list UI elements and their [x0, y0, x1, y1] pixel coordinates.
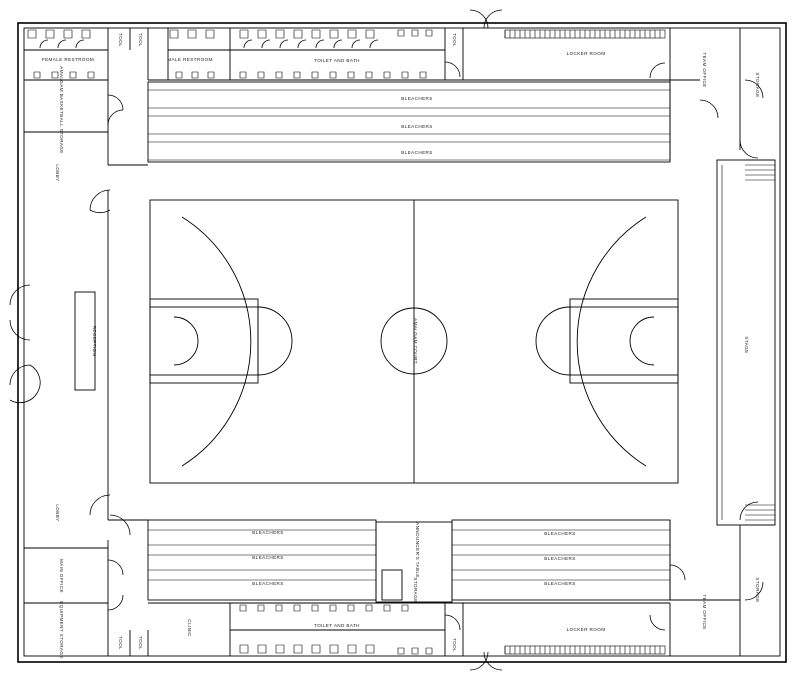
label-lobby-top: LOBBY — [55, 164, 60, 181]
label-bleachers-top-2: BLEACHERS — [401, 124, 432, 129]
label-tool-bottom-1: TOOL — [118, 636, 123, 650]
bleachers-bottom — [147, 519, 671, 603]
label-bleachers-top-3: BLEACHERS — [401, 150, 432, 155]
label-announcer-table: ANNOUNCER'S TABLE — [415, 522, 420, 578]
label-bleachers-bottom-left-2: BLEACHERS — [252, 555, 283, 560]
label-reception: RECEPTION — [92, 326, 97, 356]
doors — [9, 9, 764, 671]
label-female-restroom: FEMALE RESTROOM — [42, 57, 94, 62]
label-male-restroom: MALE RESTROOM — [167, 57, 213, 62]
label-toilet-and-bath-top: TOILET AND BATH — [314, 58, 360, 63]
label-toilet-and-bath-bottom: TOILET AND BATH — [314, 623, 360, 628]
locker-benches — [504, 29, 666, 655]
label-tool-top-2: TOOL — [138, 33, 143, 47]
label-bleachers-top-1: BLEACHERS — [401, 96, 432, 101]
label-locker-room-top: LOCKER ROOM — [567, 51, 606, 56]
label-tool-bottom-3: TOOL — [452, 638, 457, 652]
outer-walls — [17, 22, 787, 663]
label-clinic: CLINIC — [187, 619, 192, 637]
top-restroom-wing — [24, 28, 741, 150]
label-stage: STAGE — [744, 336, 749, 353]
left-wing — [24, 80, 149, 656]
bottom-rooms — [148, 602, 671, 656]
label-tool-top-3: TOOL — [452, 33, 457, 47]
label-lobby-bottom: LOBBY — [55, 504, 60, 521]
label-tool-bottom-2: TOOL — [138, 636, 143, 650]
label-equipment-storage: EQUIPMENT STORAGE — [59, 601, 64, 659]
label-team-office-top: TEAM OFFICE — [702, 52, 707, 87]
label-locker-room-bottom: LOCKER ROOM — [567, 627, 606, 632]
label-tool-top-1: TOOL — [118, 33, 123, 47]
label-storage-bleachers: STORAGE — [413, 577, 418, 602]
label-storage-bottom-right: STORAGE — [755, 577, 760, 602]
label-team-office-bottom: TEAM OFFICE — [702, 594, 707, 629]
room-labels: FEMALE RESTROOM MALE RESTROOM TOILET AND… — [42, 33, 760, 659]
label-basketball-storage: AMALGAM BASKETBALL STORAGE — [59, 66, 64, 154]
label-bleachers-bottom-right-2: BLEACHERS — [544, 556, 575, 561]
label-amalgam-court: AMALGAM COURT — [413, 318, 418, 364]
label-bleachers-bottom-right-1: BLEACHERS — [544, 531, 575, 536]
label-bleachers-bottom-left-3: BLEACHERS — [252, 581, 283, 586]
basketball-court — [149, 199, 679, 484]
label-bleachers-bottom-left-1: BLEACHERS — [252, 530, 283, 535]
label-main-office: MAIN OFFICE — [59, 559, 64, 593]
label-storage-top-right: STORAGE — [755, 72, 760, 97]
label-bleachers-bottom-right-3: BLEACHERS — [544, 581, 575, 586]
toilet-stalls-top — [27, 29, 433, 79]
right-wing — [669, 80, 776, 656]
